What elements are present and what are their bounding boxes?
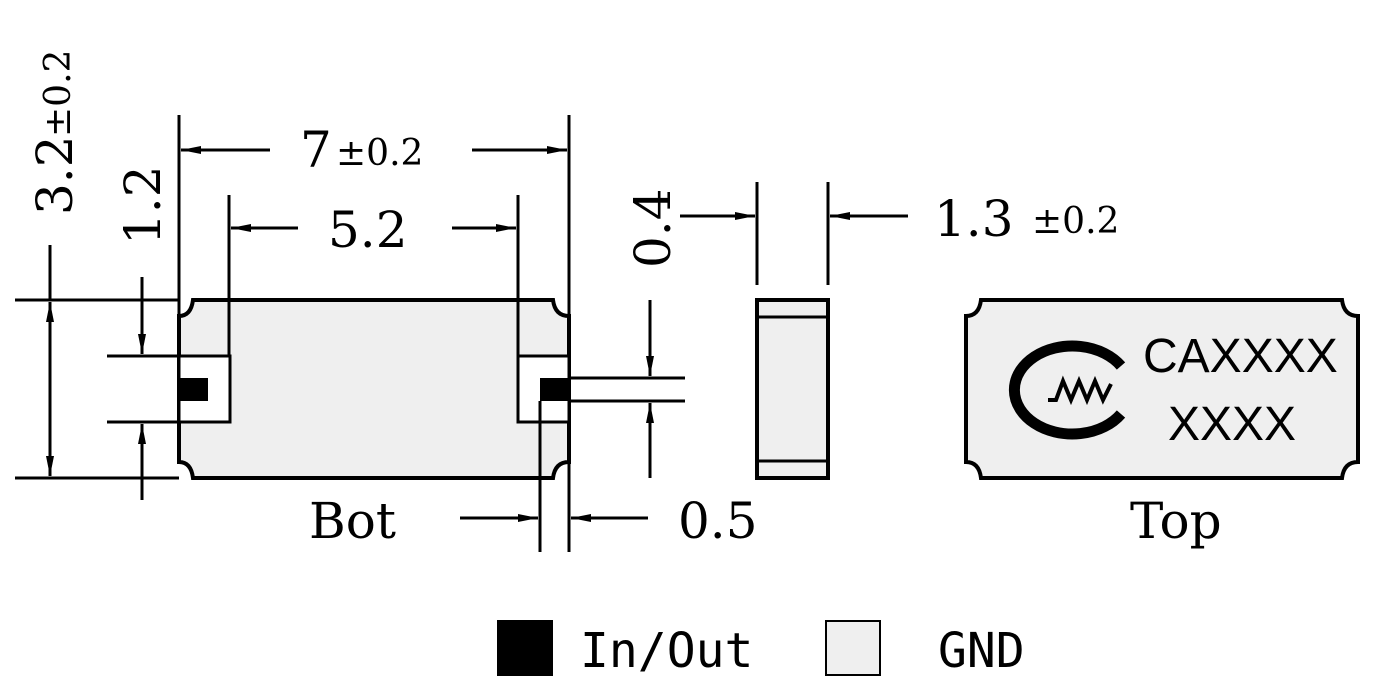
top-body	[964, 298, 1360, 480]
left-pad-io	[179, 378, 208, 401]
right-pad-io	[540, 378, 569, 401]
logo-icon	[1008, 340, 1126, 440]
bottom-view: 7 ±0.2 5.2 3.2 ±0.2 1.2 0.4	[15, 50, 758, 552]
marking-line-2: XXXX	[1168, 398, 1296, 451]
top-view-label: Top	[1130, 492, 1222, 550]
legend-gnd-label: GND	[938, 623, 1025, 679]
legend-io-label: In/Out	[580, 623, 753, 679]
dim-pad-height: 1.2	[114, 165, 172, 245]
legend-gnd-swatch	[825, 620, 881, 676]
dim-pad-gap: 0.4	[624, 188, 682, 268]
dim-total-length: 7	[300, 121, 332, 179]
dim-total-height-tol: ±0.2	[38, 50, 79, 137]
bottom-view-label: Bot	[309, 492, 396, 550]
dim-thickness: 1.3	[934, 190, 1014, 248]
side-view: 1.3 ±0.2	[680, 182, 1119, 480]
top-view: CAXXXX XXXX Top	[964, 298, 1360, 550]
marking-line-1: CAXXXX	[1143, 330, 1338, 383]
side-body	[755, 298, 830, 480]
bottom-body	[177, 298, 571, 480]
dim-total-length-tol: ±0.2	[336, 133, 423, 174]
legend-io-swatch	[497, 620, 553, 676]
dim-inner-length: 5.2	[328, 201, 408, 259]
dim-total-height: 3.2	[26, 135, 84, 215]
legend: In/Out GND	[497, 620, 1025, 679]
dim-thickness-tol: ±0.2	[1032, 201, 1119, 242]
dim-pad-width: 0.5	[678, 492, 758, 550]
